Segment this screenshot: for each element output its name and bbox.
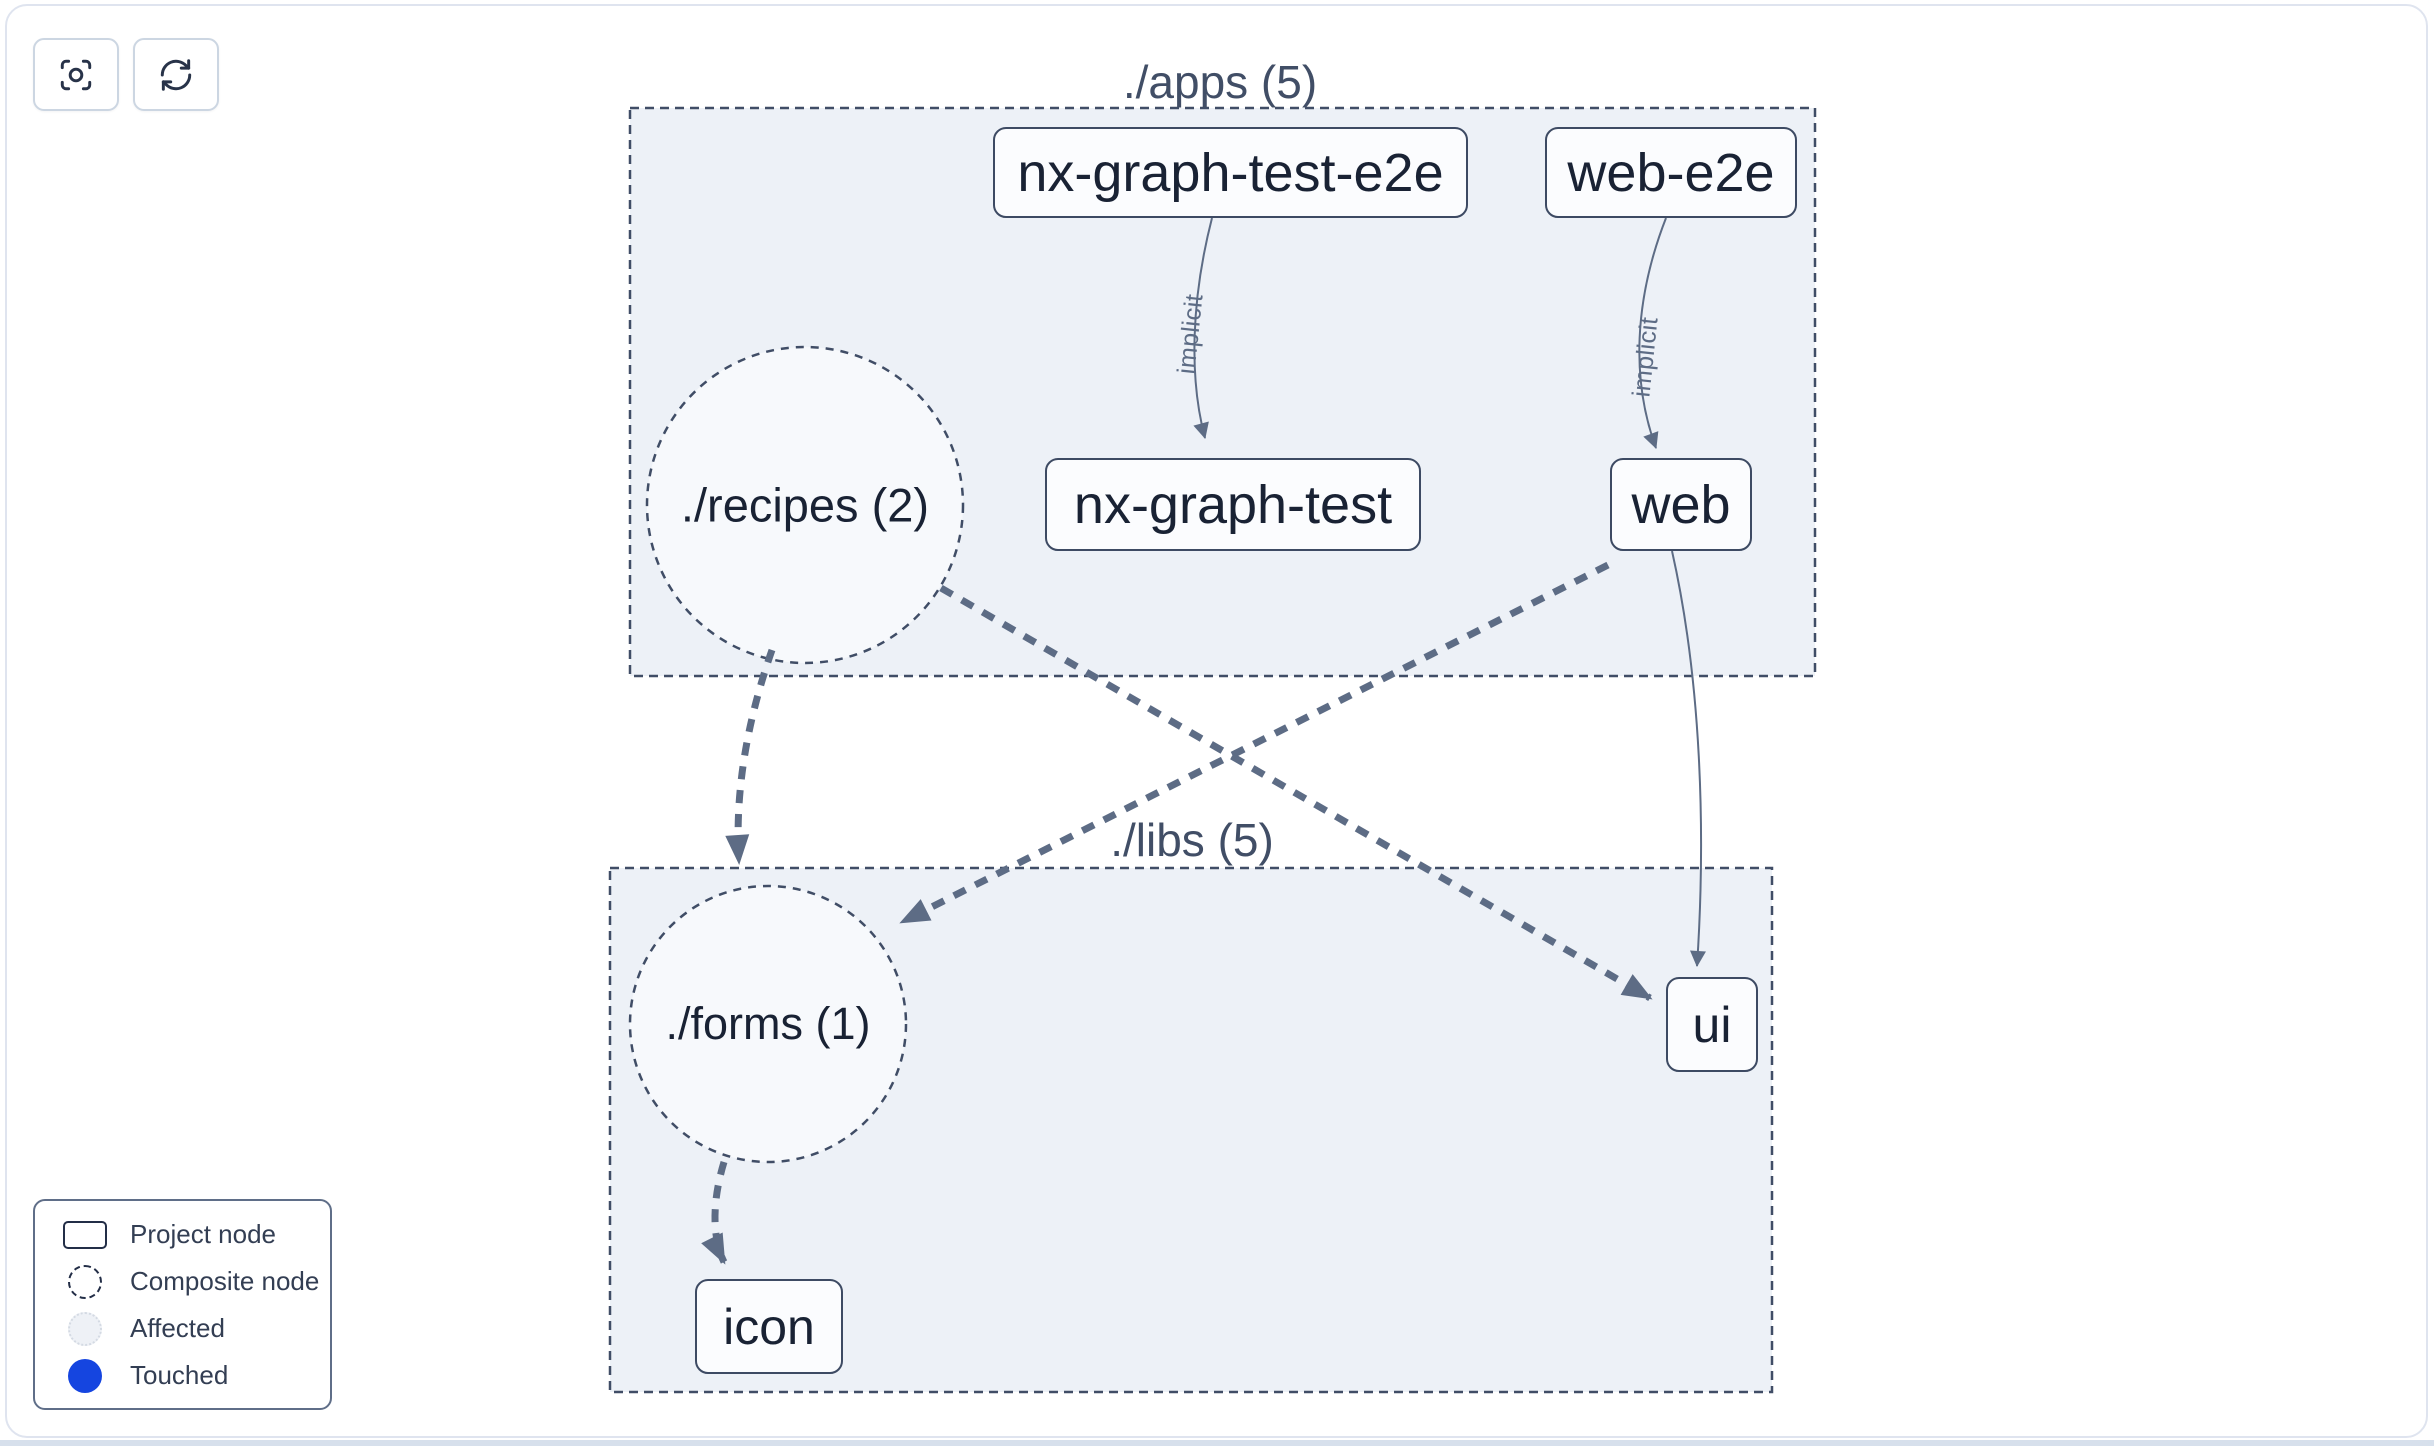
node-ui[interactable]: ui [1666,977,1758,1072]
edge-recipes-to-ui[interactable] [939,584,1653,1002]
legend-label: Touched [130,1360,229,1390]
composite-node-swatch-icon [68,1264,102,1299]
node-icon[interactable]: icon [695,1279,843,1374]
legend-label: Composite node [130,1266,320,1296]
legend-label: Project node [130,1219,276,1249]
legend: Project node Composite node Affected Tou… [33,1199,332,1410]
composite-node-forms-circle[interactable] [628,884,908,1164]
composite-node-forms-label[interactable]: ./forms (1) [665,998,871,1049]
project-node-swatch-icon [63,1220,107,1249]
node-nx-graph-test-e2e[interactable]: nx-graph-test-e2e [993,127,1468,218]
group-apps-title[interactable]: ./apps (5) [1122,56,1318,108]
node-nx-graph-test[interactable]: nx-graph-test [1045,458,1421,551]
legend-label: Affected [130,1313,225,1343]
legend-item-composite-node: Composite node [35,1258,330,1305]
focus-button[interactable] [33,38,119,111]
edge-nx-graph-test-e2e-to-nx-graph-test[interactable] [1193,217,1213,439]
group-libs-title[interactable]: ./libs (5) [1110,814,1274,866]
legend-item-project-node: Project node [35,1211,330,1258]
legend-item-affected: Affected [35,1305,330,1352]
affected-swatch-icon [68,1311,102,1346]
composite-node-recipes-label[interactable]: ./recipes (2) [680,478,930,532]
edge-web-to-ui[interactable] [1671,550,1706,967]
refresh-icon [160,58,192,91]
focus-icon [60,59,92,90]
touched-swatch-icon [68,1358,102,1393]
legend-item-touched: Touched [35,1352,330,1399]
composite-node-recipes-circle[interactable] [645,345,965,665]
edge-recipes-to-forms[interactable] [725,648,776,865]
bottom-scroll-track[interactable] [0,1440,2434,1446]
node-web[interactable]: web [1610,458,1752,551]
edge-web-to-forms[interactable] [899,561,1610,926]
edge-web-e2e-to-web[interactable] [1638,217,1667,449]
refresh-button[interactable] [133,38,219,111]
node-web-e2e[interactable]: web-e2e [1545,127,1797,218]
edge-forms-to-icon[interactable] [701,1160,728,1265]
